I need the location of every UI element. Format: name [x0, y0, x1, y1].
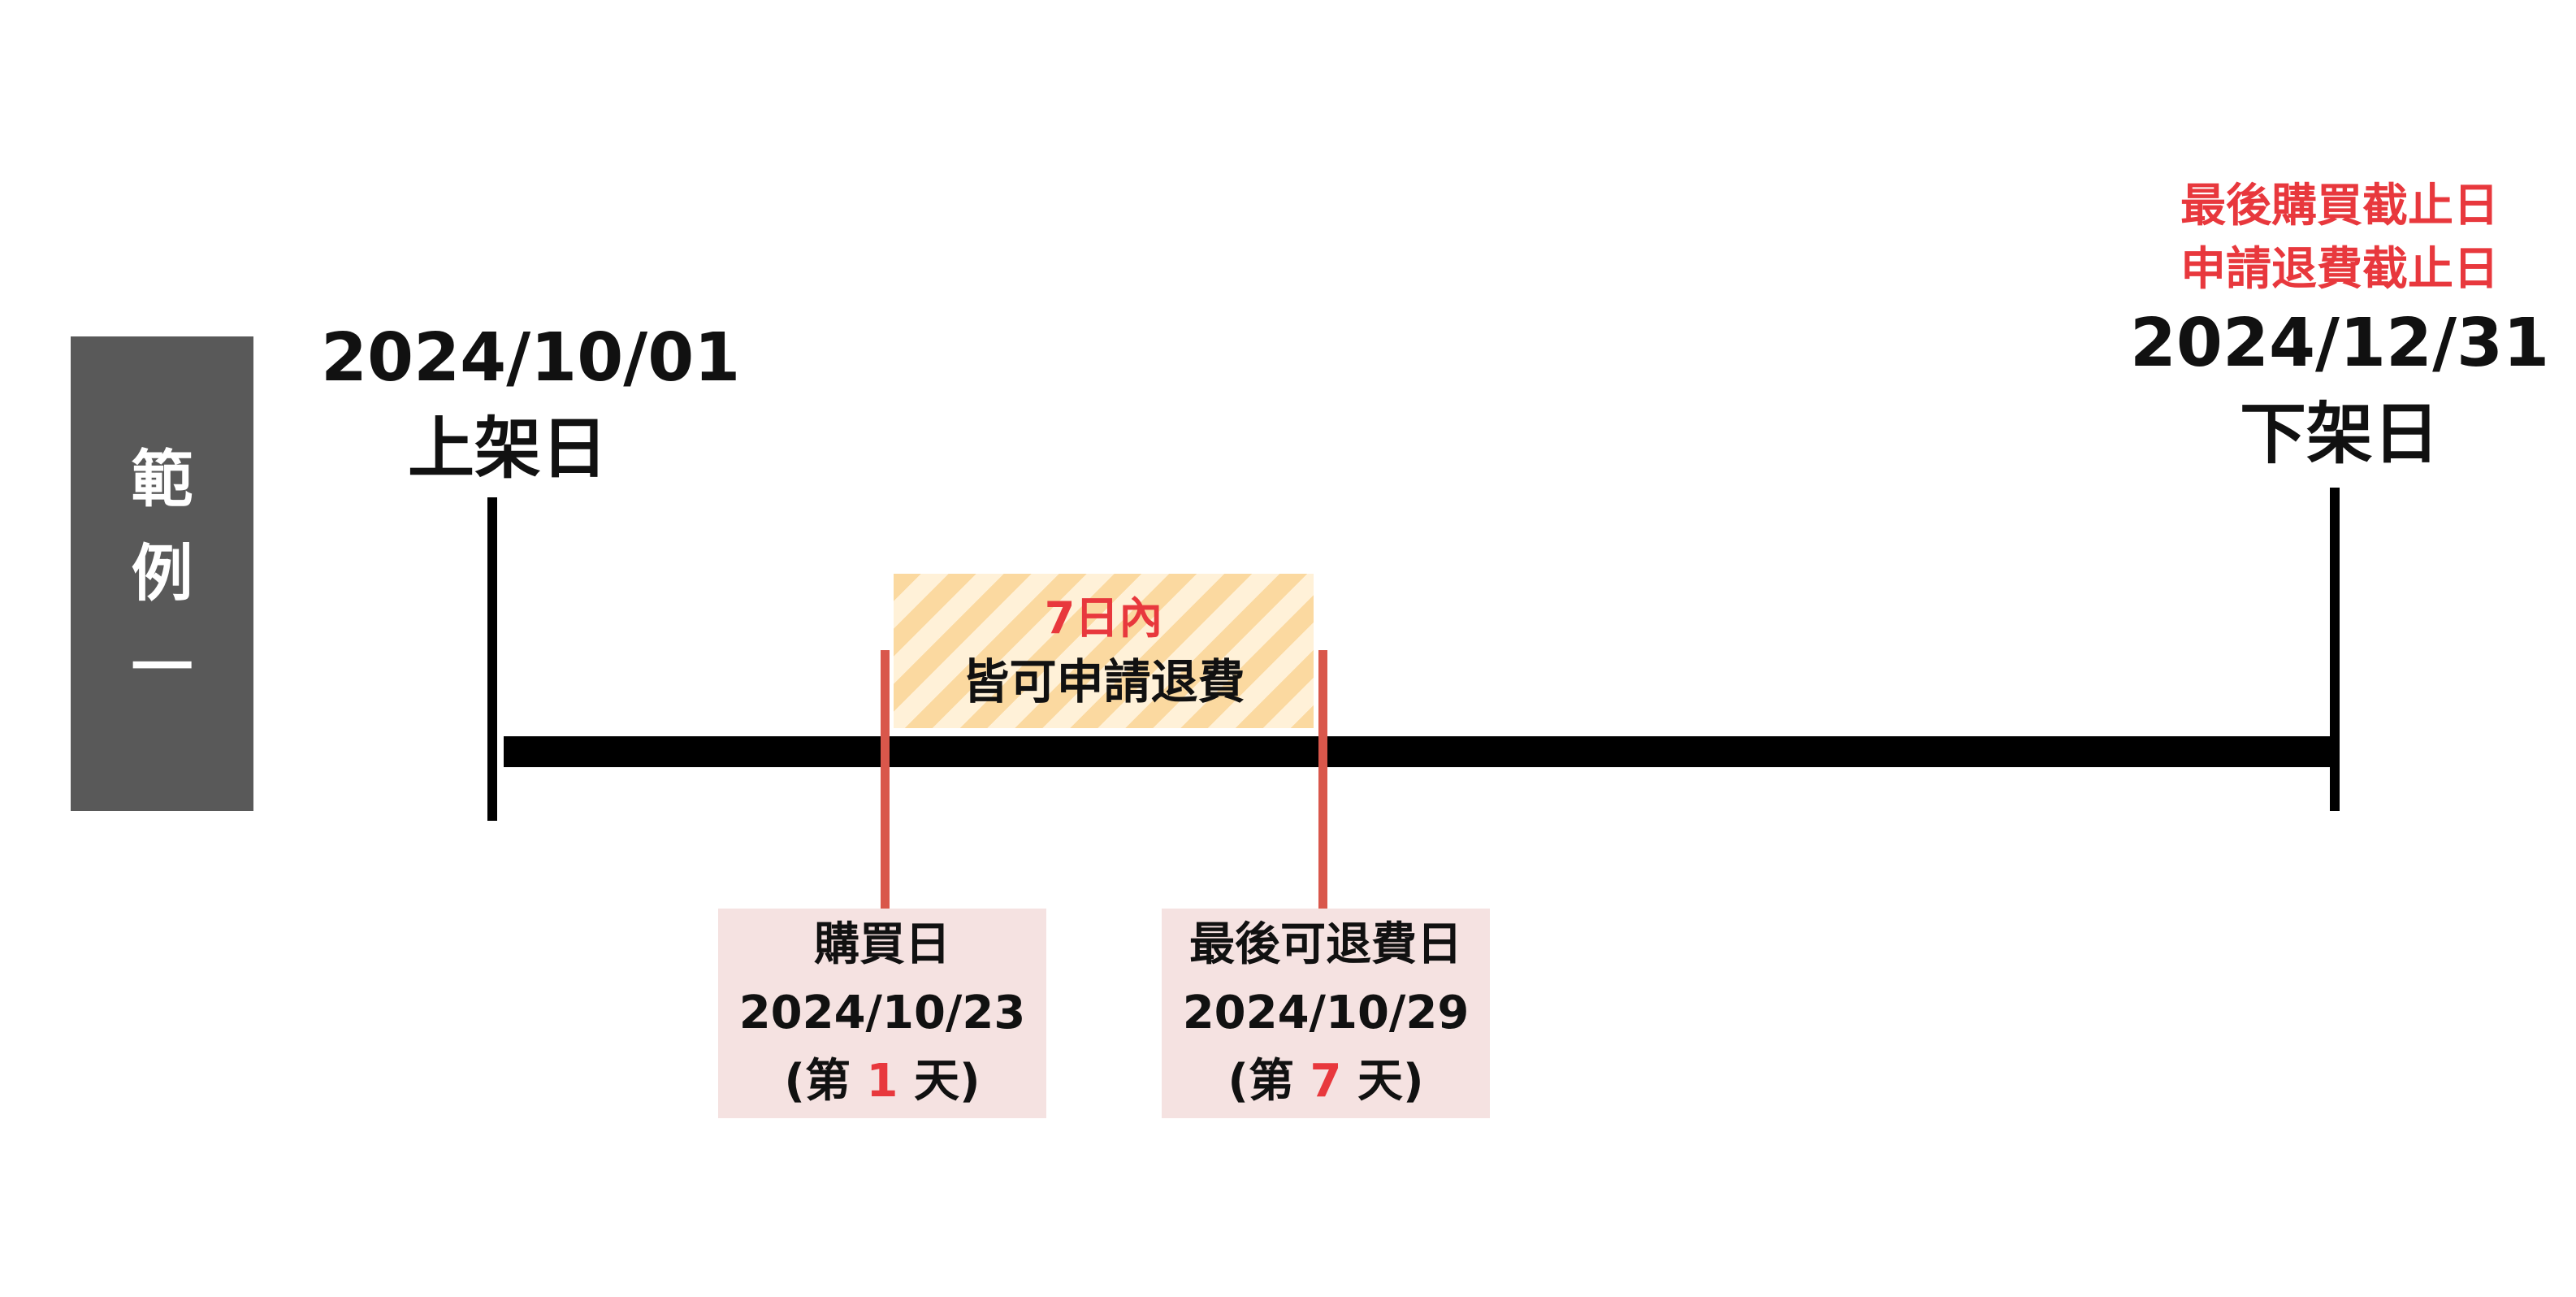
- last-refund-tick: [1318, 650, 1327, 909]
- purchase-date: 2024/10/23: [738, 987, 1026, 1039]
- launch-tick: [487, 497, 497, 821]
- last-purchase-deadline-note: 最後購買截止日: [2180, 180, 2499, 232]
- refund-deadline-note: 申請退費截止日: [2180, 243, 2499, 296]
- launch-date: 2024/10/01: [321, 319, 741, 397]
- timeline-bar: [504, 736, 2340, 767]
- example-badge-char-2: 例: [131, 537, 193, 609]
- example-badge-char-3: 一: [131, 631, 193, 704]
- purchase-day-line: (第 1 天): [784, 1048, 980, 1116]
- purchase-tick: [881, 650, 890, 909]
- refund-window: 7日內 皆可申請退費: [894, 574, 1314, 728]
- last-refund-day-prefix: (第: [1227, 1055, 1310, 1108]
- purchase-day-number: 1: [866, 1055, 898, 1108]
- purchase-day-prefix: (第: [784, 1055, 867, 1108]
- delist-tick: [2330, 488, 2340, 811]
- purchase-title: 購買日: [814, 918, 950, 971]
- purchase-box: 購買日 2024/10/23 (第 1 天): [718, 909, 1046, 1118]
- delist-date: 2024/12/31: [2129, 305, 2550, 382]
- last-refund-day-suffix: 天): [1341, 1055, 1424, 1108]
- refund-window-text: 皆可申請退費: [962, 654, 1245, 709]
- last-refund-day-line: (第 7 天): [1227, 1048, 1423, 1116]
- launch-label: 上架日: [407, 410, 608, 488]
- refund-window-days: 7日內: [1044, 592, 1163, 644]
- delist-label-group: 最後購買截止日 申請退費截止日 2024/12/31 下架日: [2104, 175, 2575, 480]
- last-refund-date: 2024/10/29: [1182, 987, 1470, 1039]
- last-refund-box: 最後可退費日 2024/10/29 (第 7 天): [1162, 909, 1490, 1118]
- last-refund-title: 最後可退費日: [1189, 918, 1462, 971]
- purchase-day-suffix: 天): [898, 1055, 981, 1108]
- launch-label-group: 2024/10/01 上架日: [321, 313, 741, 495]
- example-badge: 範 例 一: [71, 336, 253, 811]
- example-badge-char-1: 範: [131, 443, 193, 515]
- last-refund-day-number: 7: [1310, 1055, 1342, 1108]
- delist-label: 下架日: [2239, 396, 2440, 473]
